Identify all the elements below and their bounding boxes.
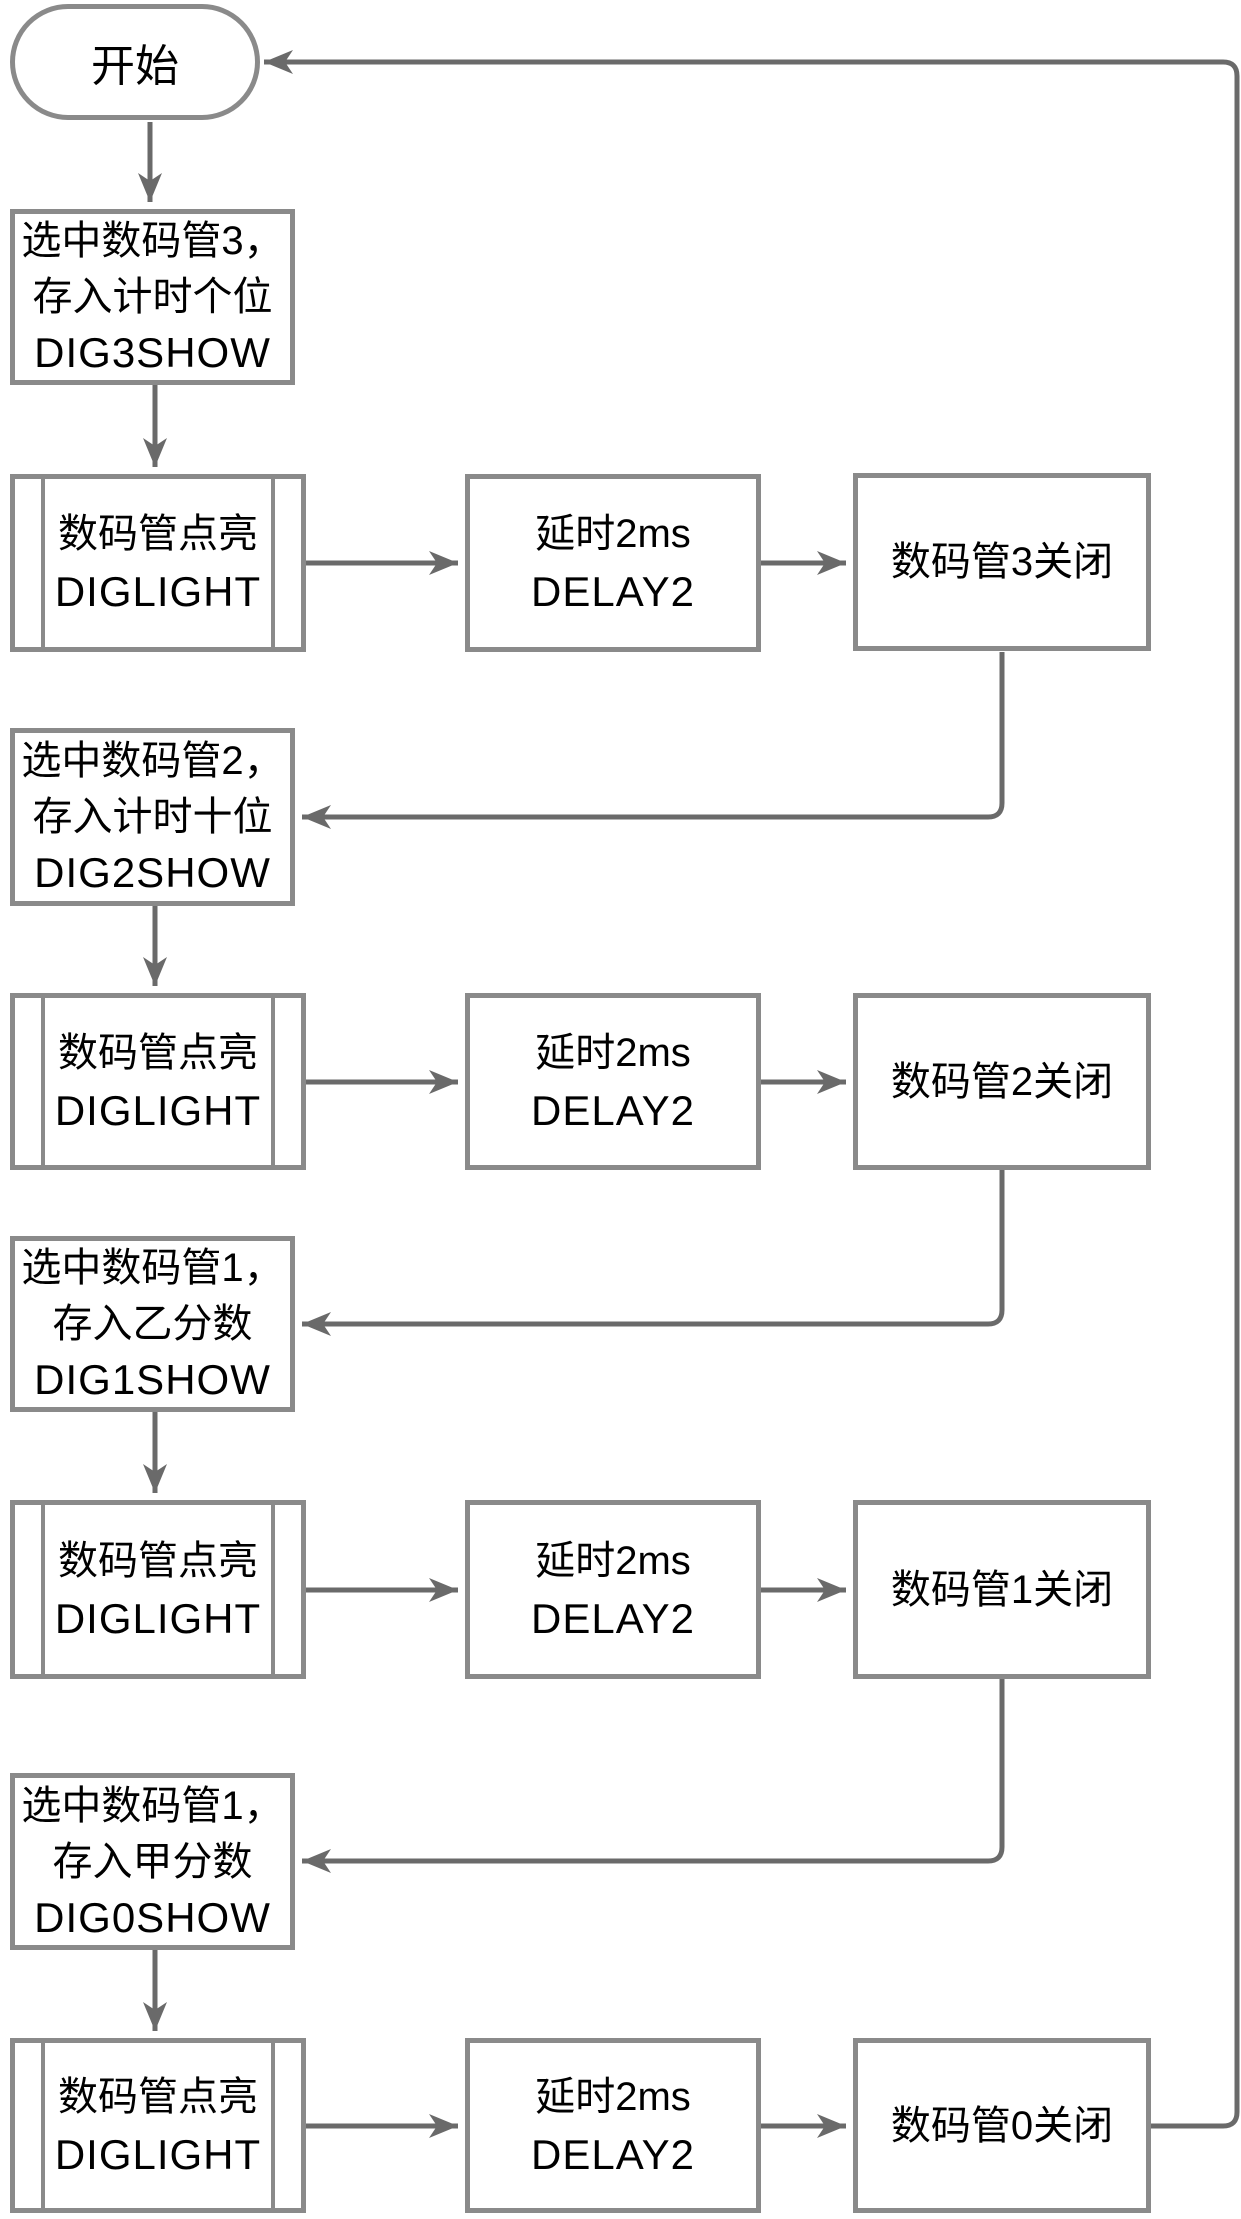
select-line1: 选中数码管1，	[21, 1783, 284, 1828]
diglight-line2: DIGLIGHT	[54, 1594, 262, 1642]
diglight-line1: 数码管点亮	[58, 2074, 258, 2119]
delay-line2: DELAY2	[531, 568, 695, 615]
select-line3: DIG0SHOW	[34, 1893, 271, 1941]
diglight-line2: DIGLIGHT	[54, 1086, 262, 1134]
start-node: 开始	[10, 4, 260, 120]
subroutine-diglight-4: 数码管点亮 DIGLIGHT	[10, 2038, 306, 2213]
diglight-line2: DIGLIGHT	[54, 568, 262, 615]
select-line2: 存入计时个位	[32, 275, 273, 319]
process-close-digit3: 数码管3关闭	[853, 473, 1151, 651]
diglight-line1: 数码管点亮	[58, 512, 258, 556]
diglight-line2: DIGLIGHT	[54, 2130, 262, 2178]
start-label: 开始	[91, 42, 179, 91]
process-delay2-1: 延时2ms DELAY2	[465, 474, 761, 652]
subroutine-sidebar-right	[271, 2043, 275, 2208]
subroutine-diglight-2: 数码管点亮 DIGLIGHT	[10, 993, 306, 1170]
close-label: 数码管2关闭	[890, 1059, 1114, 1104]
select-line1: 选中数码管1，	[21, 1246, 284, 1290]
subroutine-sidebar-left	[41, 2043, 45, 2208]
diglight-line1: 数码管点亮	[58, 1538, 258, 1583]
delay-line1: 延时2ms	[535, 2074, 691, 2119]
process-select-digit1-a: 选中数码管1， 存入甲分数 DIG0SHOW	[10, 1773, 295, 1950]
delay-line1: 延时2ms	[535, 512, 691, 556]
delay-line2: DELAY2	[531, 2130, 695, 2178]
select-line2: 存入甲分数	[52, 1839, 253, 1884]
connector-close2-to-select1b	[302, 1170, 1005, 1336]
subroutine-sidebar-right	[271, 479, 275, 647]
process-delay2-3: 延时2ms DELAY2	[465, 1500, 761, 1679]
process-select-digit1-b: 选中数码管1， 存入乙分数 DIG1SHOW	[10, 1236, 295, 1412]
process-close-digit0: 数码管0关闭	[853, 2038, 1151, 2213]
connector-close3-to-select2	[302, 652, 1005, 829]
subroutine-sidebar-right	[271, 1505, 275, 1674]
delay-line2: DELAY2	[531, 1594, 695, 1642]
select-line2: 存入计时十位	[32, 795, 273, 839]
process-delay2-2: 延时2ms DELAY2	[465, 993, 761, 1170]
close-label: 数码管0关闭	[890, 2103, 1114, 2148]
select-line3: DIG2SHOW	[34, 849, 271, 896]
process-delay2-4: 延时2ms DELAY2	[465, 2038, 761, 2213]
delay-line1: 延时2ms	[535, 1030, 691, 1075]
subroutine-sidebar-left	[41, 479, 45, 647]
connector-close1-to-select1a	[302, 1679, 1005, 1873]
process-select-digit2: 选中数码管2， 存入计时十位 DIG2SHOW	[10, 728, 295, 906]
select-line3: DIG1SHOW	[34, 1356, 271, 1403]
select-line1: 选中数码管2，	[21, 739, 284, 783]
close-label: 数码管3关闭	[890, 540, 1114, 584]
subroutine-diglight-3: 数码管点亮 DIGLIGHT	[10, 1500, 306, 1679]
delay-line1: 延时2ms	[535, 1538, 691, 1583]
diglight-line1: 数码管点亮	[58, 1030, 258, 1075]
select-line1: 选中数码管3，	[21, 219, 284, 263]
select-line2: 存入乙分数	[52, 1302, 253, 1346]
delay-line2: DELAY2	[531, 1086, 695, 1134]
process-close-digit1: 数码管1关闭	[853, 1500, 1151, 1679]
subroutine-sidebar-right	[271, 998, 275, 1165]
process-close-digit2: 数码管2关闭	[853, 993, 1151, 1170]
subroutine-sidebar-left	[41, 998, 45, 1165]
close-label: 数码管1关闭	[890, 1567, 1114, 1612]
subroutine-diglight-1: 数码管点亮 DIGLIGHT	[10, 474, 306, 652]
subroutine-sidebar-left	[41, 1505, 45, 1674]
process-select-digit3: 选中数码管3， 存入计时个位 DIG3SHOW	[10, 209, 295, 385]
select-line3: DIG3SHOW	[34, 329, 271, 376]
